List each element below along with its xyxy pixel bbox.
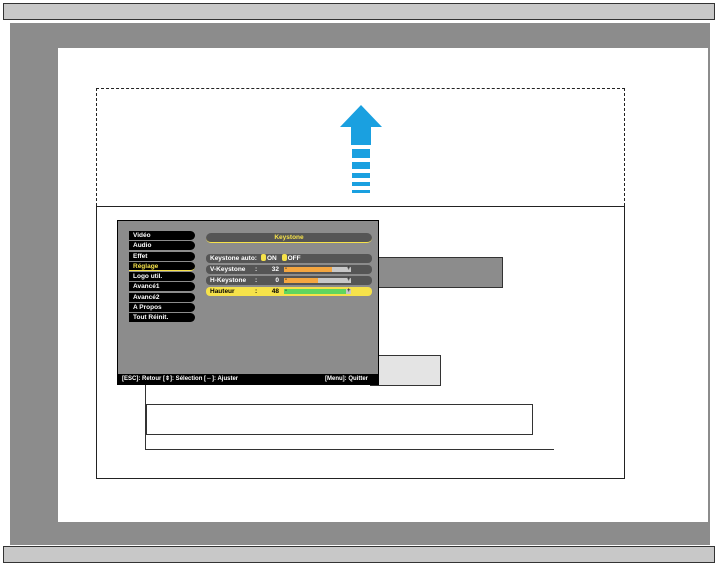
colon: : bbox=[255, 288, 258, 295]
window-shape-light bbox=[370, 355, 441, 386]
colon: : bbox=[255, 266, 258, 273]
screen-top-bar bbox=[3, 3, 715, 20]
v-keystone-slider[interactable] bbox=[284, 267, 351, 272]
osd-footer-help: [ESC]: Retour [⇕]: Sélection [⇔]: Ajuste… bbox=[122, 376, 239, 382]
slider-minus-icon: - bbox=[285, 266, 287, 272]
arrow-dash-4 bbox=[352, 182, 370, 186]
osd-sidebar: Vidéo Audio Effet Réglage Logo util. Ava… bbox=[129, 231, 195, 323]
v-keystone-row[interactable]: V-Keystone : 32 - + bbox=[206, 265, 372, 274]
arrow-dash-5 bbox=[352, 190, 370, 193]
projected-image-frame bbox=[96, 206, 625, 479]
h-keystone-value: 0 bbox=[275, 277, 279, 284]
keystone-auto-off[interactable]: OFF bbox=[287, 255, 301, 262]
target-image-outline bbox=[96, 88, 625, 206]
osd-menu-item-reglage[interactable]: Réglage bbox=[129, 261, 195, 271]
osd-menu-item-video[interactable]: Vidéo bbox=[129, 231, 195, 240]
image-line bbox=[145, 449, 554, 450]
hauteur-value: 48 bbox=[271, 288, 279, 295]
window-shape-white bbox=[146, 404, 533, 435]
keystone-auto-on[interactable]: ON bbox=[267, 255, 277, 262]
v-keystone-label: V-Keystone bbox=[210, 266, 246, 273]
screen-bottom-bar bbox=[3, 546, 715, 563]
osd-menu-item-tout-reinit[interactable]: Tout Réinit. bbox=[129, 313, 195, 322]
radio-off-icon[interactable] bbox=[281, 254, 287, 261]
hauteur-slider-fill bbox=[284, 289, 346, 294]
slider-minus-icon: - bbox=[285, 277, 287, 283]
window-shape-grey bbox=[370, 257, 503, 288]
osd-footer-quit: [Menu]: Quitter bbox=[325, 376, 368, 382]
h-keystone-slider-fill bbox=[284, 278, 318, 283]
arrow-dash-3 bbox=[352, 173, 370, 178]
arrow-dash-2 bbox=[352, 162, 370, 169]
slider-plus-icon: + bbox=[347, 288, 351, 294]
osd-menu-item-audio[interactable]: Audio bbox=[129, 241, 195, 251]
v-keystone-value: 32 bbox=[271, 266, 279, 273]
keystone-auto-row[interactable]: Keystone auto: ON OFF bbox=[206, 254, 372, 263]
osd-menu-item-a-propos[interactable]: A Propos bbox=[129, 302, 195, 312]
hauteur-slider[interactable] bbox=[284, 289, 351, 294]
slider-plus-icon: + bbox=[347, 277, 351, 283]
osd-footer: [ESC]: Retour [⇕]: Sélection [⇔]: Ajuste… bbox=[118, 374, 378, 384]
up-arrow-icon bbox=[340, 105, 382, 193]
hauteur-label: Hauteur bbox=[210, 288, 235, 295]
osd-panel-title: Keystone bbox=[206, 233, 372, 243]
osd-menu: Vidéo Audio Effet Réglage Logo util. Ava… bbox=[117, 220, 379, 385]
image-line bbox=[145, 384, 146, 450]
osd-menu-item-avance1[interactable]: Avancé1 bbox=[129, 282, 195, 292]
h-keystone-slider[interactable] bbox=[284, 278, 351, 283]
arrow-head bbox=[340, 105, 382, 145]
osd-menu-item-avance2[interactable]: Avancé2 bbox=[129, 292, 195, 302]
osd-menu-item-logo-util[interactable]: Logo util. bbox=[129, 272, 195, 281]
h-keystone-label: H-Keystone bbox=[210, 277, 247, 284]
v-keystone-slider-fill bbox=[284, 267, 333, 272]
keystone-auto-label: Keystone auto: bbox=[210, 255, 257, 262]
hauteur-row[interactable]: Hauteur : 48 - + bbox=[206, 287, 372, 296]
osd-menu-item-effet[interactable]: Effet bbox=[129, 251, 195, 261]
slider-plus-icon: + bbox=[347, 266, 351, 272]
h-keystone-row[interactable]: H-Keystone : 0 - + bbox=[206, 276, 372, 285]
colon: : bbox=[255, 277, 258, 284]
radio-on-icon[interactable] bbox=[261, 254, 266, 261]
arrow-dash-1 bbox=[352, 149, 370, 158]
slider-minus-icon: - bbox=[285, 288, 287, 294]
